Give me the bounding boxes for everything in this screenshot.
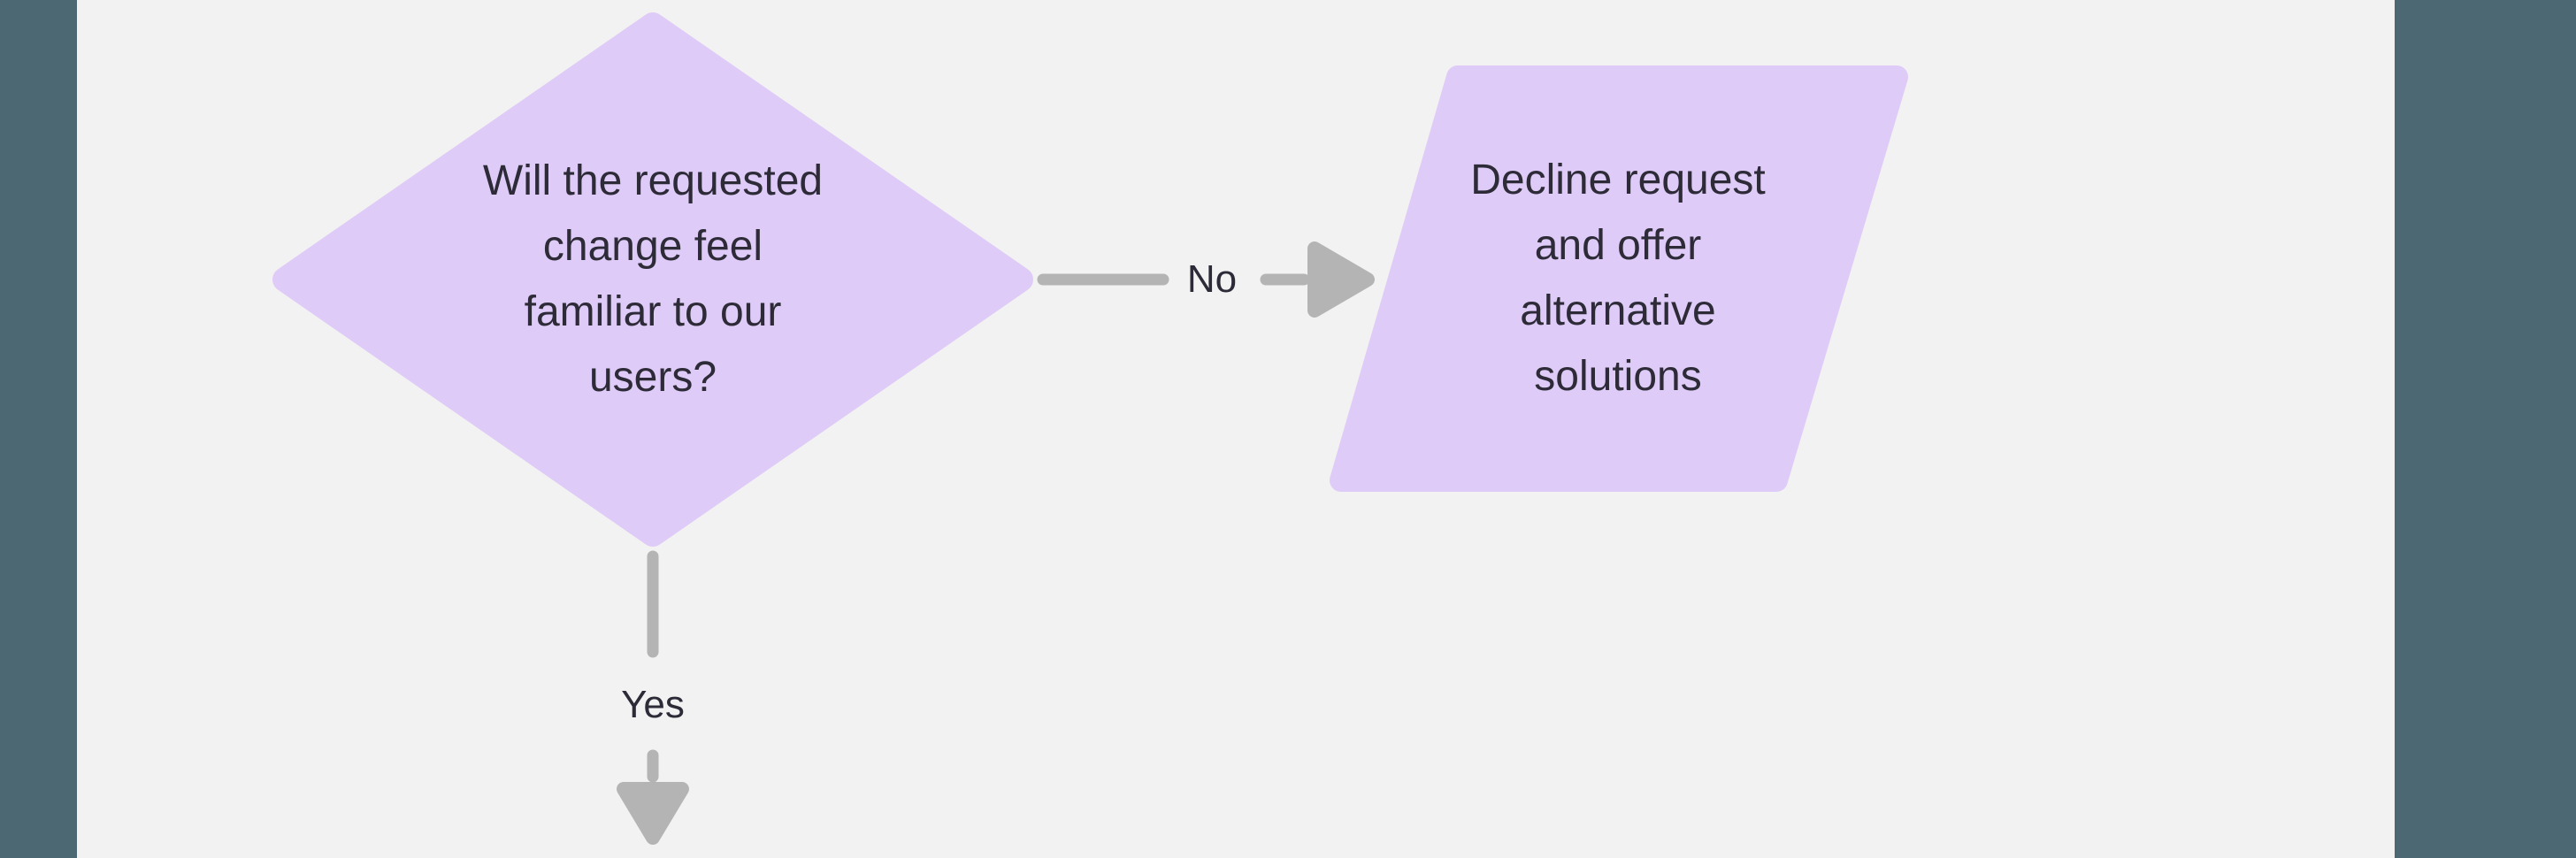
decision-diamond-shape[interactable] xyxy=(272,12,1033,547)
decision-node-label: Will the requested change feel familiar … xyxy=(482,157,824,401)
yes-branch-label: Yes xyxy=(621,683,685,726)
right-edge-panel xyxy=(2395,0,2576,858)
left-edge-panel xyxy=(0,0,77,858)
yes-arrowhead-icon[interactable] xyxy=(617,782,689,845)
decline-node-label: Decline request and offer alternative so… xyxy=(1470,157,1766,400)
no-arrowhead-icon[interactable] xyxy=(1307,241,1375,318)
decline-parallelogram-shape[interactable] xyxy=(1330,65,1908,492)
no-branch-label: No xyxy=(1186,257,1238,301)
